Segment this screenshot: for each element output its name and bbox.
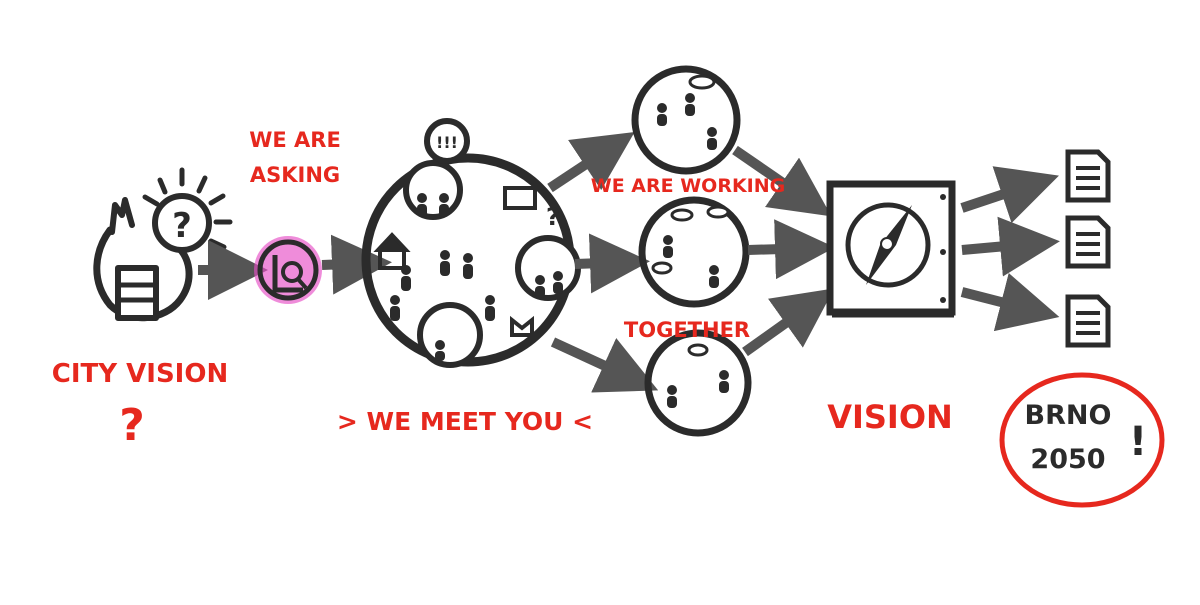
compass-icon bbox=[826, 180, 956, 318]
label-we-are-asking-1: WE ARE bbox=[249, 128, 341, 152]
crowd-people-icons bbox=[390, 193, 563, 361]
label-city-question: ? bbox=[119, 400, 145, 451]
arrow-top-to-compass bbox=[732, 145, 832, 217]
working-bubbles bbox=[651, 74, 730, 357]
document-icon-2 bbox=[1065, 215, 1111, 269]
working-circle-middle bbox=[638, 196, 750, 308]
working-figures bbox=[657, 93, 729, 408]
label-we-are-asking-2: ASKING bbox=[250, 163, 340, 187]
label-together: TOGETHER bbox=[624, 318, 750, 342]
arrow-compass-to-doc2 bbox=[961, 216, 1060, 277]
arrow-bottom-to-compass bbox=[742, 288, 835, 357]
arrow-crowd-to-middle bbox=[574, 233, 650, 294]
label-exclaim: ! bbox=[1129, 419, 1147, 465]
label-brno: BRNO bbox=[1025, 400, 1112, 431]
arrow-compass-to-doc3 bbox=[960, 273, 1060, 332]
label-we-meet-you: > WE MEET YOU < bbox=[337, 407, 593, 436]
arrow-crowd-to-top bbox=[547, 131, 635, 193]
label-2050: 2050 bbox=[1030, 444, 1105, 475]
label-vision: VISION bbox=[827, 398, 953, 436]
document-icon-1 bbox=[1065, 149, 1111, 203]
document-icon-3 bbox=[1065, 294, 1111, 348]
thinker-head-icon bbox=[93, 167, 233, 322]
thinker-question-glyph: ? bbox=[172, 206, 192, 246]
crowd-circle-icon bbox=[361, 118, 581, 368]
working-circle-bottom bbox=[644, 329, 752, 437]
arrow-crowd-to-bottom bbox=[550, 337, 659, 393]
label-city-vision: CITY VISION bbox=[52, 359, 228, 389]
asking-icon bbox=[254, 236, 322, 304]
brno-2050-ring bbox=[999, 372, 1165, 508]
label-we-are-working: WE ARE WORKING bbox=[591, 175, 786, 197]
crowd-bubble-dots: !!! bbox=[436, 133, 458, 152]
arrow-middle-to-compass bbox=[747, 219, 835, 280]
working-circle-top bbox=[631, 65, 741, 175]
arrow-compass-to-doc1 bbox=[960, 166, 1059, 224]
crowd-question-glyph: ? bbox=[546, 203, 560, 231]
